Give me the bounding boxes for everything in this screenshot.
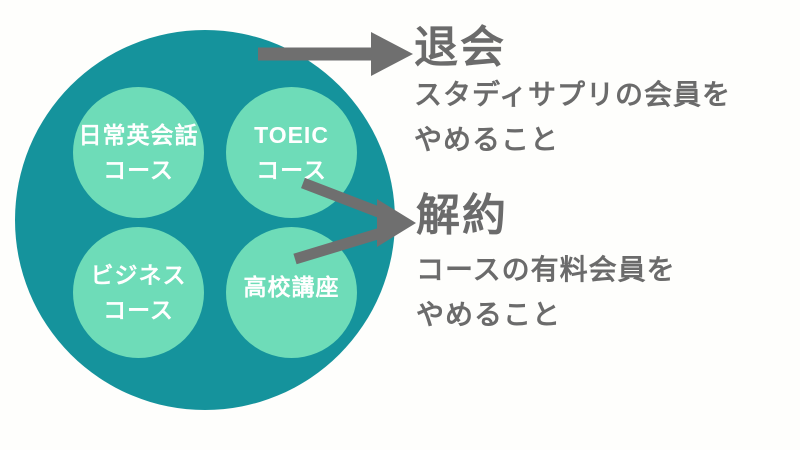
- course-circle-toeic: TOEIC コース: [226, 87, 357, 218]
- kaiyaku-description: コースの有料会員を やめること: [416, 247, 676, 337]
- kaiyaku-title: 解約: [416, 191, 508, 240]
- course-label-line: TOEIC: [254, 122, 329, 148]
- course-circle-daily-english: 日常英会話 コース: [73, 87, 204, 218]
- course-label-line: コース: [103, 296, 174, 323]
- course-label-line: 高校講座: [243, 274, 340, 301]
- taikai-title: 退会: [414, 23, 506, 72]
- course-circle-business: ビジネス コース: [73, 227, 204, 358]
- course-circle-high-school: 高校講座: [226, 227, 357, 358]
- course-label-line: 日常英会話: [78, 122, 199, 148]
- studysapuri-membership-circle: [15, 30, 395, 410]
- course-label-line: コース: [103, 156, 174, 183]
- taikai-description: スタディサプリの会員を やめること: [414, 72, 731, 162]
- course-label-line: ビジネス: [90, 262, 187, 288]
- taikai-description-line1: スタディサプリの会員を: [414, 79, 732, 110]
- course-label-line: コース: [256, 156, 327, 183]
- kaiyaku-description-line2: やめること: [416, 299, 562, 330]
- kaiyaku-description-line1: コースの有料会員を: [416, 254, 676, 285]
- taikai-description-line2: やめること: [414, 124, 560, 155]
